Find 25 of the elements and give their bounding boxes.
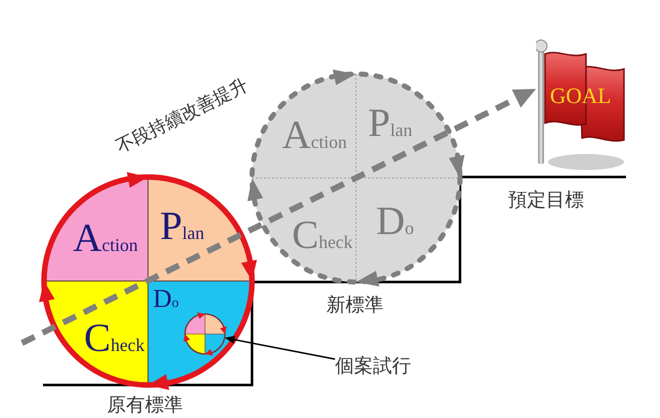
cycle-quadrant xyxy=(356,74,460,178)
quadrant-label: Check xyxy=(84,319,145,362)
quadrant-label: Do xyxy=(376,202,414,245)
quadrant-label: Plan xyxy=(368,104,412,147)
step-label: 新標準 xyxy=(326,294,384,316)
flag-label: GOAL xyxy=(550,84,612,108)
cycle-quadrant xyxy=(356,178,460,282)
mini-cycle-diagram xyxy=(181,310,229,358)
cycle-quadrant xyxy=(44,281,148,385)
step-label: 原有標準 xyxy=(107,394,183,416)
annotation-text: 個案試行 xyxy=(335,355,411,378)
dashed-arrow xyxy=(20,88,536,346)
quadrant-label: Do xyxy=(153,285,179,315)
step-label: 預定目標 xyxy=(508,188,584,212)
leader-line xyxy=(224,336,336,360)
cycle-quadrant xyxy=(252,74,356,178)
quadrant-label: Action xyxy=(73,219,138,262)
cycle-quadrant xyxy=(148,177,252,281)
quadrant-label: Plan xyxy=(160,207,204,250)
cycle-circle xyxy=(36,169,260,393)
cycle-quadrant xyxy=(252,178,356,282)
quadrant-label: Action xyxy=(282,116,347,159)
cycle-quadrant xyxy=(44,177,148,281)
quadrant-label: Check xyxy=(292,216,353,259)
cycle-quadrant xyxy=(148,281,252,385)
